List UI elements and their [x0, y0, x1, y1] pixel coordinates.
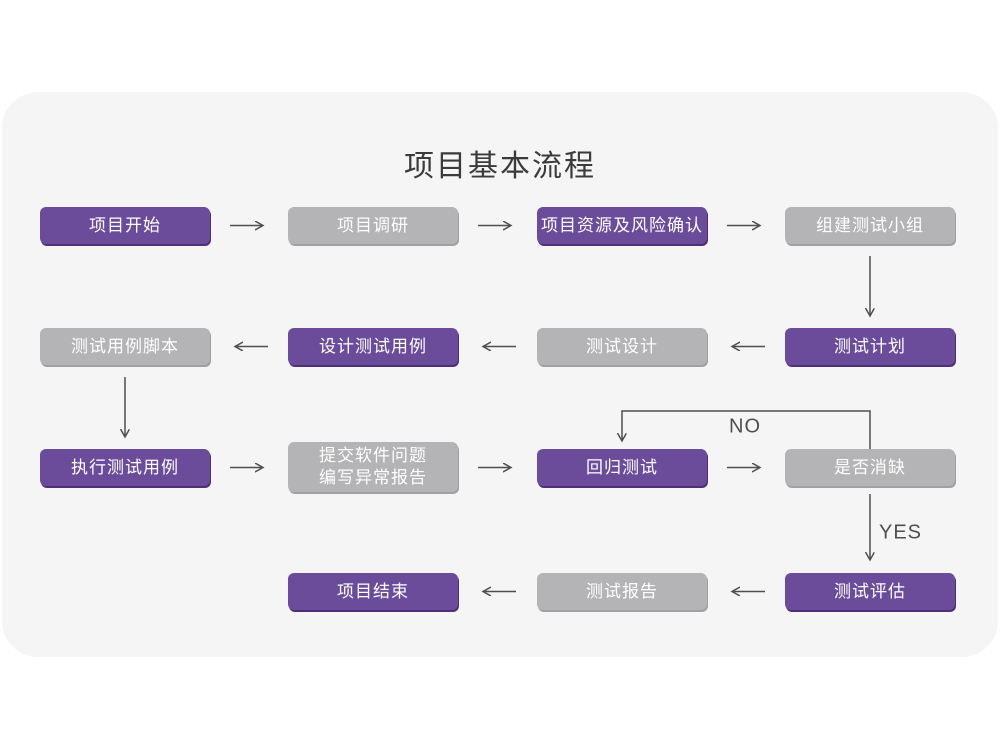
flow-node-test-plan: 测试计划 [785, 328, 955, 365]
node-label-line2: 编写异常报告 [319, 468, 427, 487]
flow-node-defect-resolved: 是否消缺 [785, 449, 955, 486]
node-label: 测试评估 [834, 581, 906, 601]
node-label: 项目资源及风险确认 [541, 215, 703, 235]
flow-node-test-evaluation: 测试评估 [785, 573, 955, 610]
node-label: 测试计划 [834, 336, 906, 356]
flow-node-project-research: 项目调研 [288, 207, 458, 244]
flow-node-test-design: 测试设计 [537, 328, 707, 365]
node-label: 测试报告 [586, 581, 658, 601]
flow-node-project-end: 项目结束 [288, 573, 458, 610]
flowchart-card [2, 92, 998, 657]
node-label: 是否消缺 [834, 457, 906, 477]
flow-node-submit-issue-report: 提交软件问题 编写异常报告 [288, 442, 458, 492]
flow-node-execute-test-case: 执行测试用例 [40, 449, 210, 486]
flow-node-design-test-case: 设计测试用例 [288, 328, 458, 365]
node-label: 测试设计 [586, 336, 658, 356]
flow-node-test-case-script: 测试用例脚本 [40, 328, 210, 365]
node-label: 组建测试小组 [816, 215, 924, 235]
node-label: 设计测试用例 [319, 336, 427, 356]
flow-node-project-start: 项目开始 [40, 207, 210, 244]
node-label: 项目结束 [337, 581, 409, 601]
node-label: 项目调研 [337, 215, 409, 235]
edge-label-no: NO [729, 415, 761, 438]
node-label: 回归测试 [586, 457, 658, 477]
node-label: 测试用例脚本 [71, 336, 179, 356]
page-title: 项目基本流程 [404, 150, 596, 183]
flow-node-test-report: 测试报告 [537, 573, 707, 610]
edge-label-yes: YES [879, 521, 923, 544]
flow-node-regression-test: 回归测试 [537, 449, 707, 486]
flow-node-resource-risk: 项目资源及风险确认 [537, 207, 707, 244]
flow-node-build-test-team: 组建测试小组 [785, 207, 955, 244]
node-label: 执行测试用例 [71, 457, 179, 477]
node-label-line1: 提交软件问题 [319, 446, 427, 465]
node-label: 项目开始 [89, 215, 161, 235]
